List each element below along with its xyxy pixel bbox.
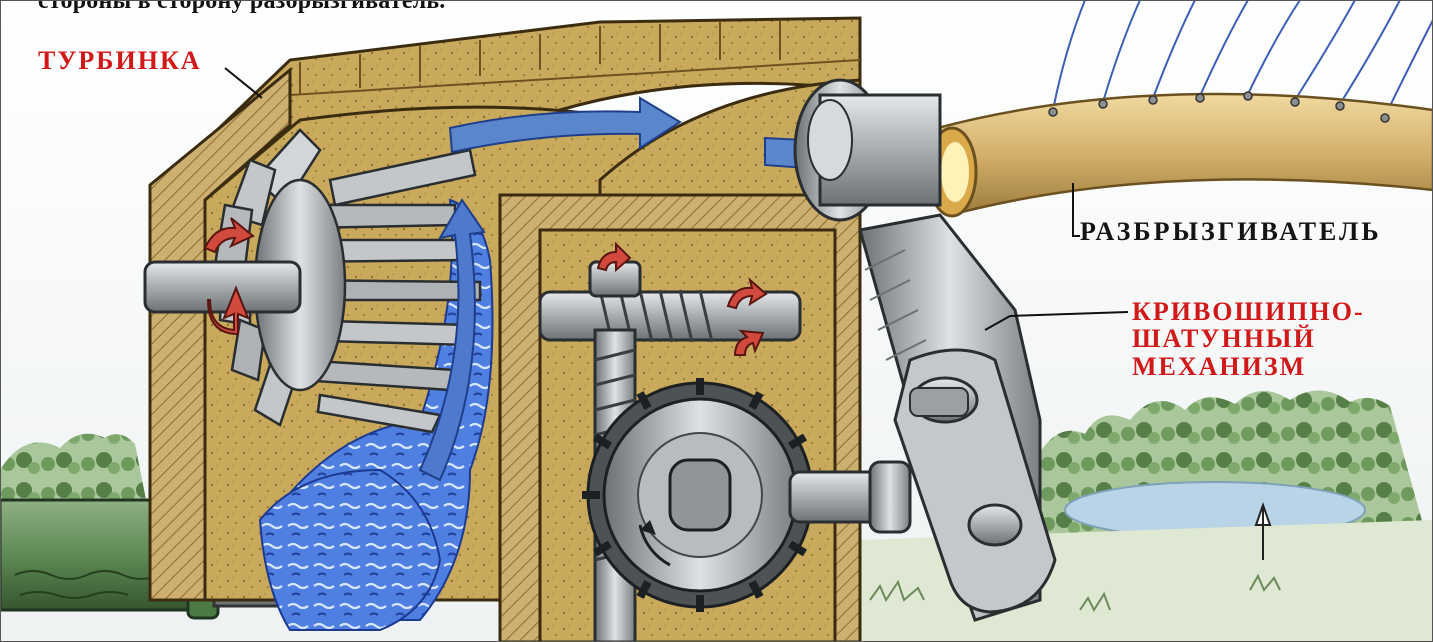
label-crank-line-1: КРИВОШИПНО-: [1132, 298, 1432, 325]
label-crank-line-3: МЕХАНИЗМ: [1132, 353, 1432, 380]
hose-opening-inner: [941, 142, 969, 202]
label-turbine: ТУРБИНКА: [38, 47, 202, 74]
crank-pin-bottom: [969, 505, 1021, 545]
coupling-thread: [808, 100, 852, 180]
label-sprinkler: РАЗБРЫЗГИВАТЕЛЬ: [1080, 218, 1382, 245]
turbine-shaft: [145, 262, 300, 312]
label-crank-mechanism: КРИВОШИПНО- ШАТУННЫЙ МЕХАНИЗМ: [1132, 298, 1432, 380]
caption-text: стороны в сторону разбрызгиватель.: [38, 0, 446, 15]
label-crank-line-2: ШАТУННЫЙ: [1132, 325, 1432, 352]
crank-pin-stub: [910, 388, 968, 416]
ground: [830, 520, 1433, 642]
output-shaft-collar: [870, 462, 910, 532]
